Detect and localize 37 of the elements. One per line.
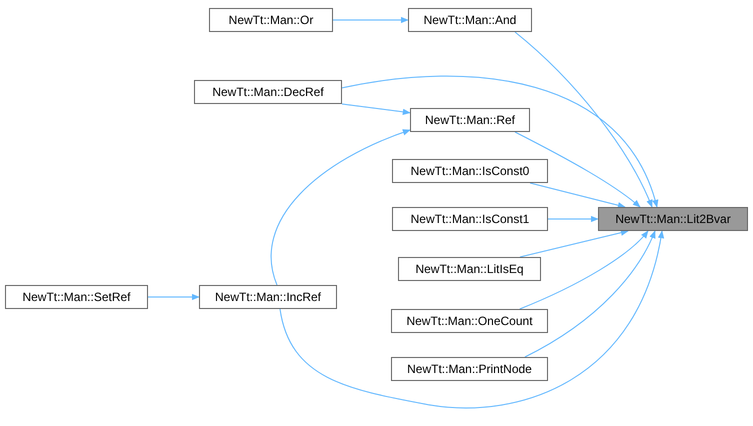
- function-box: [408, 8, 532, 32]
- function-box: [391, 309, 548, 333]
- function-box: [410, 108, 530, 132]
- arrow: [280, 230, 664, 408]
- function-box: [194, 80, 342, 104]
- function-name: NewTt::Man::Ref: [424, 113, 516, 127]
- function-name: NewTt::Man::LitIsEq: [415, 262, 524, 276]
- arrow: [342, 76, 658, 208]
- arrow: [148, 294, 200, 300]
- arrow: [514, 132, 641, 208]
- function-name: NewTt::Man::IsConst1: [410, 212, 530, 226]
- function-name: NewTt::Man::OneCount: [406, 314, 533, 328]
- arrow: [530, 182, 626, 208]
- function-name: NewTt::Man::And: [424, 13, 516, 27]
- arrow: [342, 104, 411, 116]
- arrow: [270, 130, 411, 286]
- function-box: [398, 257, 541, 281]
- arrow: [332, 16, 409, 24]
- function-box: [392, 207, 548, 231]
- arrow: [548, 216, 599, 222]
- function-box: [199, 285, 337, 309]
- function-name: NewTt::Man::PrintNode: [407, 362, 532, 376]
- function-name: NewTt::Man::SetRef: [22, 290, 131, 304]
- function-name: NewTt::Man::IsConst0: [410, 164, 530, 178]
- function-name: NewTt::Man::DecRef: [212, 85, 324, 99]
- function-box: [5, 285, 148, 309]
- function-box: [209, 8, 333, 32]
- function-name: NewTt::Man::Lit2Bvar: [615, 212, 731, 226]
- arrow: [519, 230, 629, 258]
- function-box: [391, 357, 548, 381]
- arrow: [519, 230, 648, 310]
- function-name: NewTt::Man::Or: [228, 13, 314, 27]
- function-name: NewTt::Man::IncRef: [214, 290, 322, 304]
- function-box: [392, 159, 548, 183]
- arrow: [524, 230, 656, 358]
- arrow: [514, 32, 652, 208]
- function-box: [598, 207, 748, 231]
